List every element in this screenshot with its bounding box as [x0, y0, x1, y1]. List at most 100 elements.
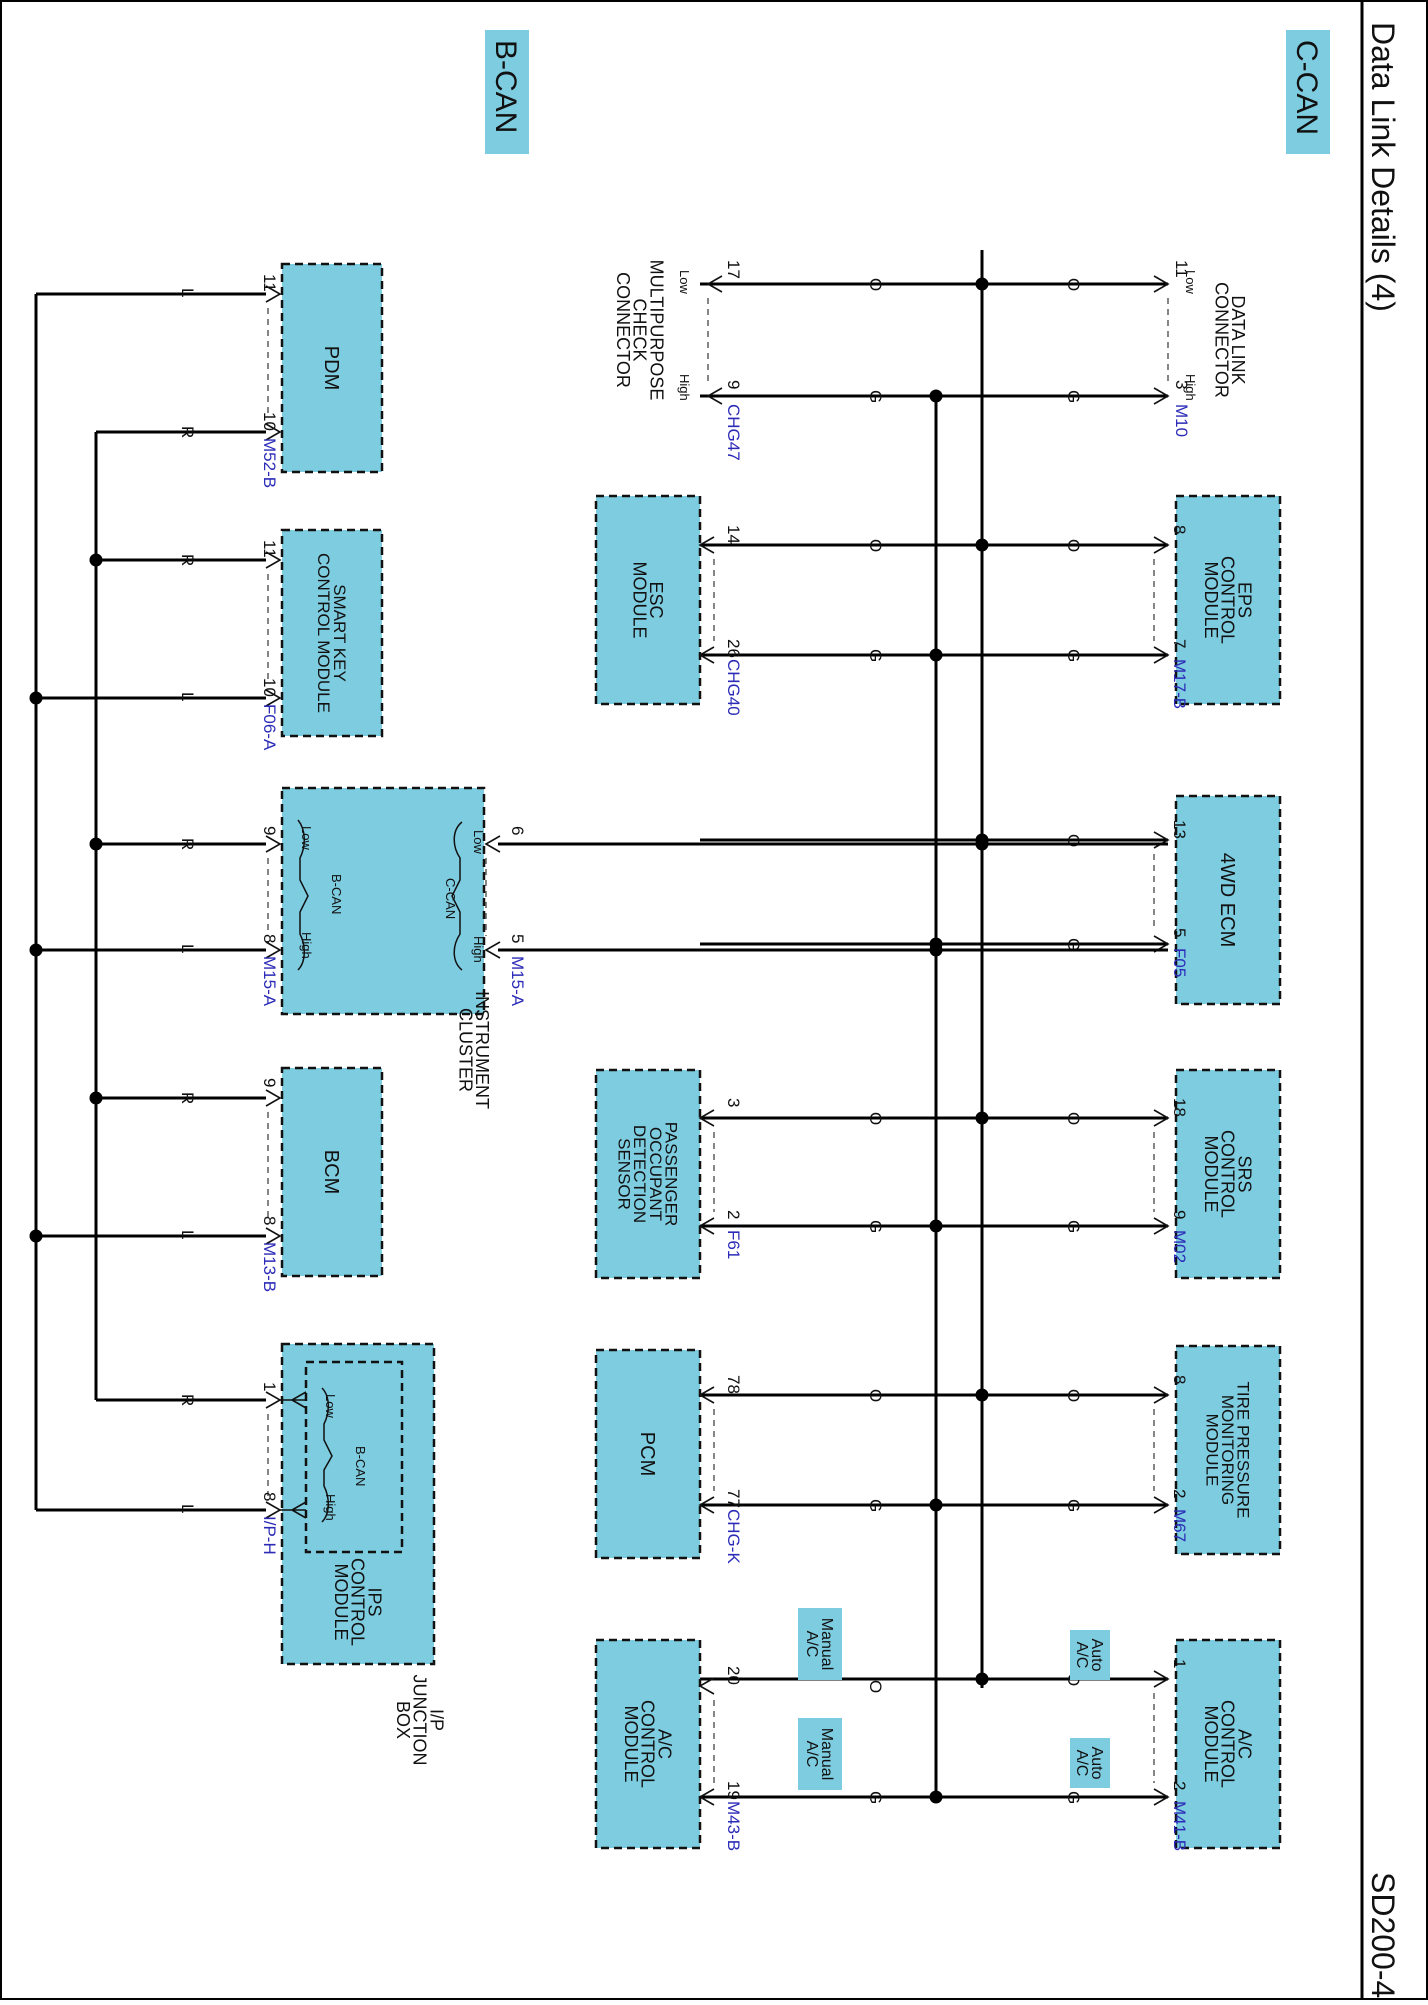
ac_manual-module-label: A/C	[654, 1729, 674, 1759]
dlc-label: CONNECTOR	[1211, 282, 1231, 398]
eps-connector-id: M17-B	[1170, 659, 1189, 709]
fourwd-connector-id: F05	[1170, 948, 1189, 977]
pdm-module-label: PDM	[320, 346, 342, 390]
auto-ac-upper-tag-text: A/C	[1073, 1642, 1090, 1669]
pods-left-color-g: G	[866, 1220, 885, 1233]
ac_auto-terminal-g	[1153, 1788, 1170, 1806]
pods-module-label: PASSENGER	[662, 1122, 681, 1227]
ic-b-color-l: L	[178, 944, 197, 953]
eps-pin-o: 8	[1170, 525, 1189, 534]
smart_key-module-label: CONTROL MODULE	[314, 553, 333, 713]
pdm-connector-id: M52-B	[260, 438, 279, 488]
fourwd-module-label: 4WD ECM	[1216, 853, 1238, 947]
smart_key-module-label: SMART KEY	[330, 584, 349, 682]
dlc-color-o: O	[1064, 278, 1083, 291]
mcc-label: CHECK	[630, 298, 650, 361]
ips-label: IPS	[364, 1587, 384, 1616]
tpms-color-o: O	[1064, 1389, 1083, 1402]
bcm-pin-a: 9	[260, 1078, 279, 1087]
mcc-connector-id: CHG47	[724, 404, 743, 461]
eps-color-g: G	[1064, 649, 1083, 662]
esc-module-label: ESC	[646, 581, 666, 618]
pdm-color-b: R	[178, 426, 197, 438]
srs-pin-g: 9	[1170, 1210, 1189, 1219]
ic-c-high-label: High	[471, 936, 486, 963]
manual-ac-lower-tag	[798, 1718, 842, 1790]
pods-module-label: DETECTION	[630, 1125, 649, 1223]
ac_manual-pin-o: 20	[724, 1666, 743, 1685]
c-can-section-label: C-CAN	[1290, 40, 1323, 135]
ac_manual-terminal-o	[698, 1677, 715, 1695]
dlc-low-label: Low	[1183, 270, 1198, 294]
ac_auto-terminal-o	[1153, 1670, 1170, 1688]
ac_auto-splice-g	[929, 1790, 943, 1804]
bcm-splice-r	[89, 1091, 103, 1105]
smart-key-splice-r	[89, 553, 103, 567]
ic-c-brace	[451, 821, 463, 971]
ips-pin-l: 8	[260, 1492, 279, 1501]
tpms-pin-g: 2	[1170, 1489, 1189, 1498]
ic-terminal-b-low	[265, 835, 282, 853]
pods-module	[594, 1068, 702, 1280]
pdm-module	[280, 262, 384, 474]
eps-pin-g: 7	[1170, 639, 1189, 648]
ac_manual-left-color-g: G	[866, 1791, 885, 1804]
bcm-pin-b: 8	[260, 1216, 279, 1225]
esc-module	[594, 494, 702, 706]
ic-splice-low	[975, 837, 989, 851]
c-can-section-tag	[1286, 30, 1330, 154]
tpms-module-label: MONITORING	[1218, 1395, 1237, 1505]
ic-b-splice-r	[89, 837, 103, 851]
bcm-terminal-a	[265, 1089, 282, 1107]
bcm-module	[280, 1066, 384, 1278]
pcm-terminal-o	[698, 1386, 715, 1404]
srs-module-label: MODULE	[1201, 1135, 1221, 1212]
tpms-module-label: TIRE PRESSURE	[1234, 1382, 1253, 1519]
esc-pin-g: 26	[724, 639, 743, 658]
ac_auto-module-label: A/C	[1234, 1729, 1254, 1759]
ac_manual-pin-g: 19	[724, 1781, 743, 1800]
ic-terminal-b-high	[265, 941, 282, 959]
pdm-pin-a: 11	[260, 274, 279, 292]
bcm-color-b: L	[178, 1230, 197, 1239]
ips-color-l: L	[178, 1504, 197, 1513]
ac_manual-left-color-o: O	[866, 1680, 885, 1693]
pcm-pin-g: 77	[724, 1489, 743, 1508]
dlc-pin-low: 11	[1172, 260, 1191, 278]
pdm-pin-b: 10	[260, 412, 279, 431]
smart_key-module	[280, 528, 384, 738]
ips-low-label: Low	[323, 1394, 338, 1418]
eps-module-label: MODULE	[1201, 561, 1221, 638]
smart_key-terminal-a	[265, 551, 282, 569]
ip-junction-box-label: JUNCTION	[410, 1675, 430, 1766]
smart_key-pin-a: 11	[260, 540, 279, 558]
ac_manual-terminal-g	[698, 1788, 715, 1806]
pods-left-color-o: O	[866, 1112, 885, 1125]
srs-splice-o	[975, 1111, 989, 1125]
mcc-high-label: High	[677, 374, 692, 401]
ips-label: MODULE	[331, 1563, 351, 1640]
tpms-splice-o	[975, 1388, 989, 1402]
smart_key-color-b: L	[178, 692, 197, 701]
tpms-module	[1174, 1344, 1282, 1556]
esc-module-label: MODULE	[629, 561, 649, 638]
ic-c-low-label: Low	[471, 830, 486, 854]
eps-terminal-o	[1153, 536, 1170, 554]
instrument-cluster-label: INSTRUMENT	[472, 991, 492, 1109]
manual-ac-upper-tag-text: A/C	[803, 1631, 820, 1658]
ac_auto-pin-g: 2	[1170, 1781, 1189, 1790]
pods-terminal-o	[698, 1109, 715, 1127]
ac_manual-module-label: CONTROL	[638, 1700, 658, 1788]
eps-splice-o	[975, 538, 989, 552]
esc-left-color-o: O	[866, 539, 885, 552]
srs-terminal-o	[1153, 1109, 1170, 1127]
ips-inner-module	[304, 1360, 404, 1554]
mcc-label: CONNECTOR	[613, 272, 633, 388]
ic-c-pin-low: 6	[508, 826, 527, 835]
b-can-section-label: B-CAN	[489, 40, 522, 133]
ic-b-splice-l	[29, 943, 43, 957]
instrument-cluster-label: CLUSTER	[455, 1008, 475, 1092]
srs-pin-o: 18	[1170, 1098, 1189, 1117]
ips-connector-id: I/P-H	[260, 1516, 279, 1555]
